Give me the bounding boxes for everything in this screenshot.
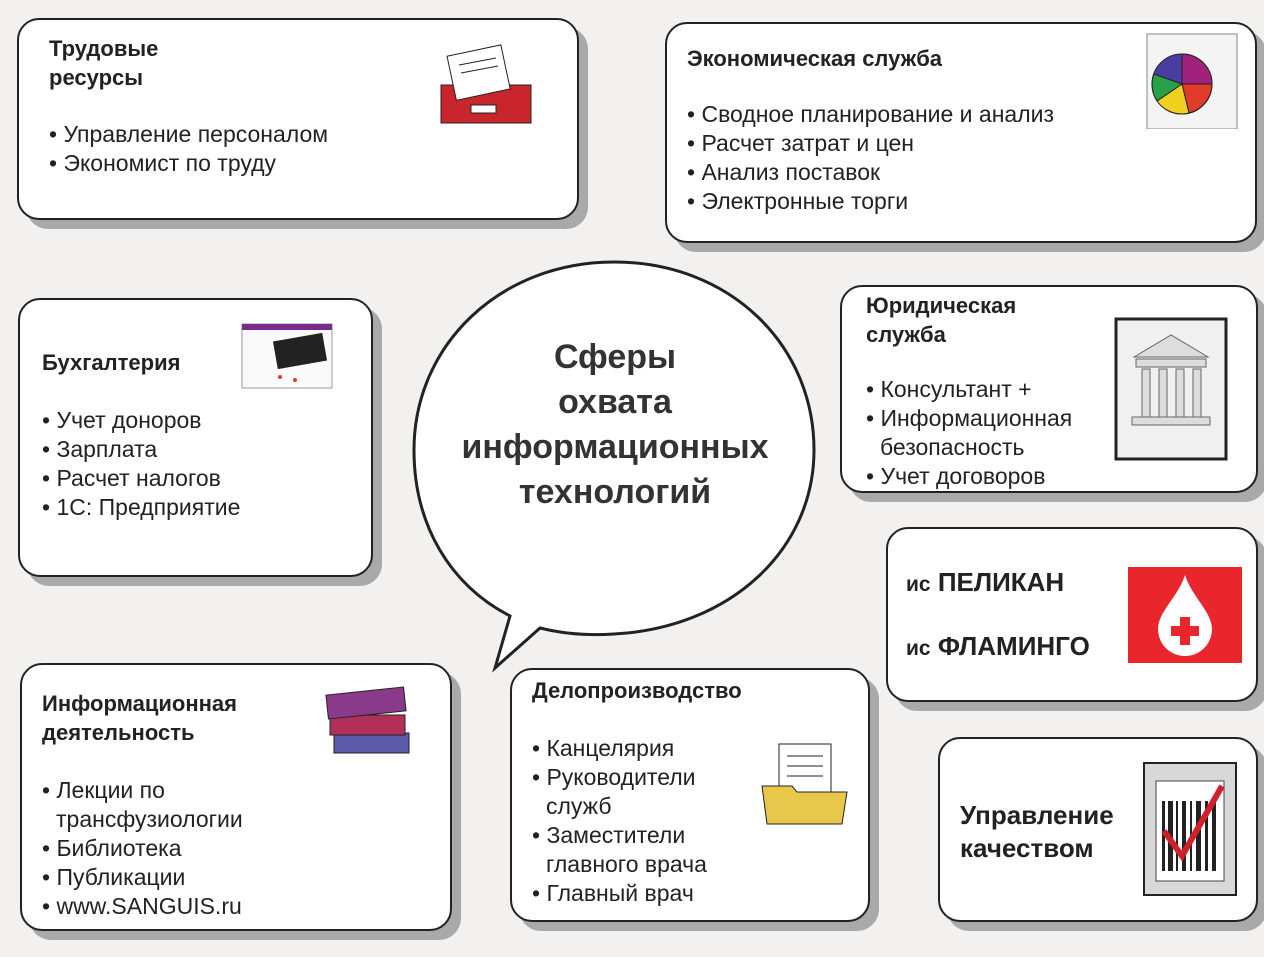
title-line: деятельность <box>42 720 195 745</box>
item-list: Консультант + Информационная безопасност… <box>866 375 1072 491</box>
folder-documents-icon <box>761 743 848 825</box>
system-name: ПЕЛИКАН <box>937 567 1065 597</box>
list-item: www.SANGUIS.ru <box>42 892 243 921</box>
list-item: Руководители <box>532 763 707 792</box>
system-pelikan: ИС ПЕЛИКАН <box>906 567 1064 598</box>
list-item: служб <box>546 793 612 819</box>
box-labor-resources: Трудовые ресурсы Управление персоналом Э… <box>17 18 579 220</box>
center-title: Сферы охвата информационных технологий <box>420 335 810 515</box>
list-item: Заместители <box>532 821 707 850</box>
title-line: Информационная <box>42 691 238 716</box>
books-icon <box>325 686 410 754</box>
box-title: Бухгалтерия <box>42 350 181 375</box>
pie-chart-icon <box>1146 33 1238 129</box>
card-file-icon <box>440 44 532 124</box>
box-title: Экономическая служба <box>687 46 943 71</box>
title-line: ресурсы <box>49 65 144 90</box>
title-line: Управление <box>960 800 1114 830</box>
title-line: Юридическая <box>866 293 1017 318</box>
box-title: Делопроизводство <box>532 678 742 703</box>
list-item: Анализ поставок <box>687 158 1054 187</box>
box-title: Юридическая служба <box>866 291 1016 349</box>
list-item: безопасность <box>880 434 1025 460</box>
list-item: Библиотека <box>42 834 243 863</box>
list-item: Канцелярия <box>532 734 707 763</box>
list-item: Управление персоналом <box>49 120 328 149</box>
courthouse-icon <box>1114 317 1228 461</box>
item-list: Управление персоналом Экономист по труду <box>49 120 328 178</box>
box-accounting: Бухгалтерия Учет доноров Зарплата Расчет… <box>18 298 373 577</box>
center-line: технологий <box>518 473 712 511</box>
item-list: Сводное планирование и анализ Расчет зат… <box>687 100 1054 216</box>
box-title: Трудовые ресурсы <box>49 34 158 92</box>
title-line: служба <box>866 322 946 347</box>
barcode-checkmark-icon <box>1143 762 1237 896</box>
item-list: Лекции по трансфузиологии Библиотека Пуб… <box>42 776 243 921</box>
list-item: Консультант + <box>866 375 1072 404</box>
system-flamingo: ИС ФЛАМИНГО <box>906 631 1090 662</box>
system-name: ФЛАМИНГО <box>937 631 1090 661</box>
box-title: Управление качеством <box>960 799 1114 865</box>
list-item: Расчет затрат и цен <box>687 129 1054 158</box>
box-information-systems: ИС ПЕЛИКАН ИС ФЛАМИНГО <box>886 527 1258 702</box>
speech-bubble <box>412 260 816 673</box>
list-item: Экономист по труду <box>49 149 328 178</box>
list-item: Публикации <box>42 863 243 892</box>
box-office-work: Делопроизводство Канцелярия Руководители… <box>510 668 870 922</box>
box-title: Информационная деятельность <box>42 689 237 747</box>
center-line: Сферы <box>553 338 677 376</box>
box-legal-service: Юридическая служба Консультант + Информа… <box>840 285 1258 493</box>
box-information-activity: Информационная деятельность Лекции по тр… <box>20 663 452 931</box>
blood-drop-cross-logo <box>1128 567 1242 663</box>
item-list: Учет доноров Зарплата Расчет налогов 1С:… <box>42 406 240 522</box>
list-item: Учет доноров <box>42 406 240 435</box>
box-economic-service: Экономическая служба Сводное планировани… <box>665 22 1257 243</box>
center-line: информационных <box>461 428 769 466</box>
list-item: 1С: Предприятие <box>42 493 240 522</box>
list-item: Главный врач <box>532 879 707 908</box>
title-line: Трудовые <box>49 36 159 61</box>
calculator-ledger-icon <box>241 323 333 389</box>
list-item: главного врача <box>546 851 707 877</box>
list-item: Зарплата <box>42 435 240 464</box>
item-list: Канцелярия Руководители служб Заместител… <box>532 734 707 908</box>
box-quality-management: Управление качеством <box>938 737 1258 922</box>
system-prefix: ИС <box>906 573 931 596</box>
list-item: Электронные торги <box>687 187 1054 216</box>
title-line: качеством <box>960 833 1094 863</box>
center-line: охвата <box>558 383 672 421</box>
list-item: Информационная <box>866 404 1072 433</box>
list-item: Расчет налогов <box>42 464 240 493</box>
list-item: Учет договоров <box>866 462 1072 491</box>
list-item: Сводное планирование и анализ <box>687 100 1054 129</box>
system-prefix: ИС <box>906 637 931 660</box>
list-item: трансфузиологии <box>56 806 243 832</box>
list-item: Лекции по <box>42 776 243 805</box>
